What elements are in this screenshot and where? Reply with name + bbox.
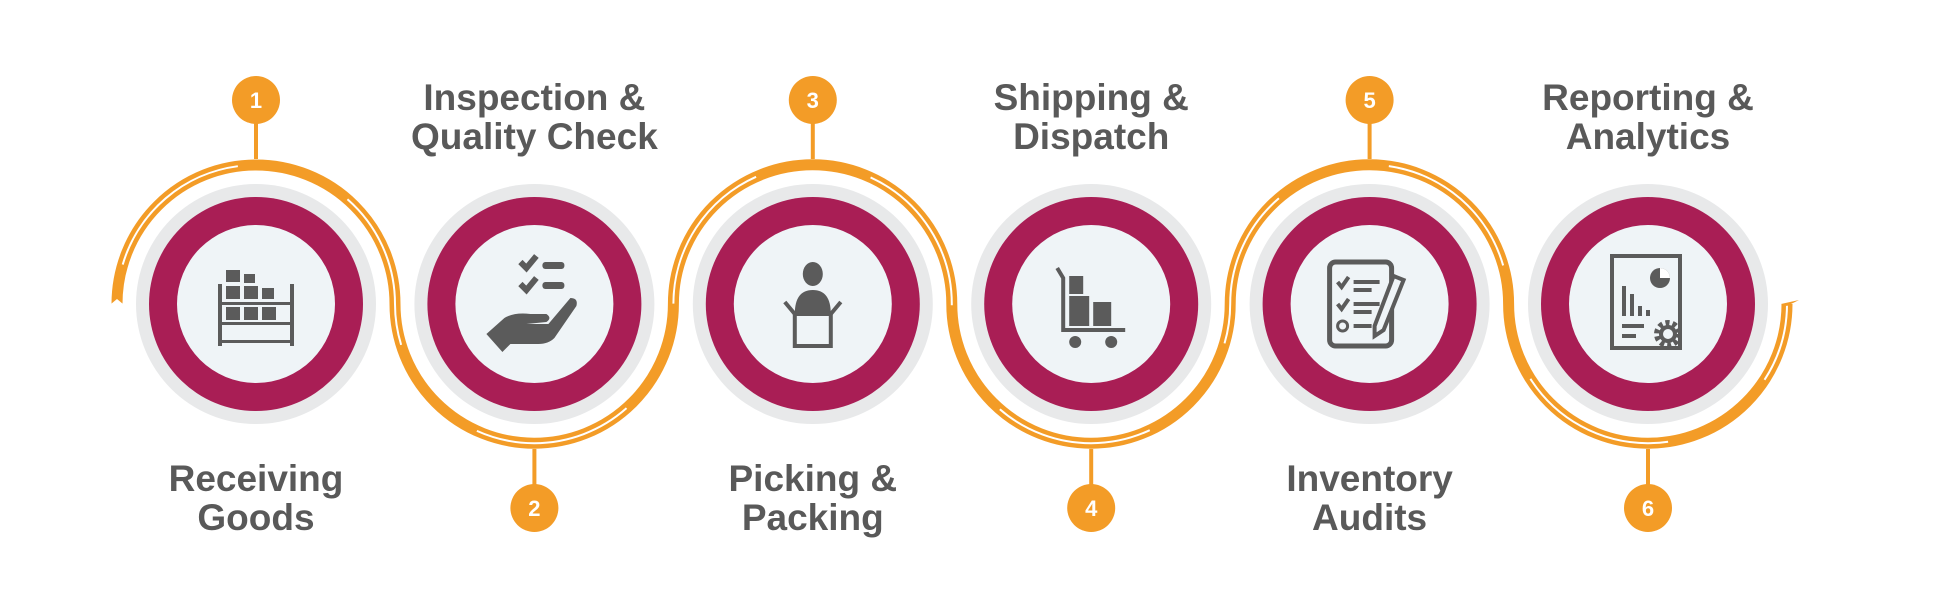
clipboard-pencil-icon xyxy=(1327,259,1407,349)
step-title-line2: Audits xyxy=(1312,497,1427,538)
step-title-line2: Quality Check xyxy=(411,116,658,157)
step-6: 6 Reporting &Analytics xyxy=(1528,77,1768,532)
person-box-icon xyxy=(783,262,843,348)
step-title-line1: Picking & xyxy=(728,458,897,499)
step-number: 5 xyxy=(1363,88,1375,113)
step-title-line2: Analytics xyxy=(1566,116,1731,157)
step-2: 2 Inspection &Quality Check xyxy=(411,77,658,532)
step-number: 4 xyxy=(1085,496,1098,521)
process-path-highlight xyxy=(116,163,1788,445)
report-gear-icon xyxy=(1610,254,1682,350)
step-title-line2: Packing xyxy=(742,497,884,538)
step-inner xyxy=(1569,225,1727,383)
step-title-line1: Receiving xyxy=(169,458,344,499)
step-number: 6 xyxy=(1642,496,1654,521)
step-title-line1: Inspection & xyxy=(423,77,645,118)
step-title-line1: Inventory xyxy=(1286,458,1453,499)
path-end-flag xyxy=(1781,300,1799,306)
hand-checklist-icon xyxy=(486,254,577,352)
step-number-badge xyxy=(1067,484,1116,532)
step-title-line2: Dispatch xyxy=(1013,116,1169,157)
path-start-notch xyxy=(111,299,123,304)
step-number-badge xyxy=(1345,76,1394,124)
step-title-line1: Reporting & xyxy=(1542,77,1754,118)
shelf-boxes-icon xyxy=(218,270,294,346)
step-number-badge xyxy=(788,76,837,124)
step-number: 2 xyxy=(528,496,540,521)
step-number: 1 xyxy=(250,88,262,113)
step-title-line2: Goods xyxy=(197,497,314,538)
step-number-badge xyxy=(510,484,559,532)
step-title-line1: Shipping & xyxy=(994,77,1189,118)
step-number: 3 xyxy=(807,88,819,113)
step-inner xyxy=(455,225,614,383)
step-number-badge xyxy=(232,76,280,124)
step-4: 4 Shipping &Dispatch xyxy=(971,77,1212,532)
step-inner xyxy=(1012,225,1171,383)
hand-truck-icon xyxy=(1055,266,1126,348)
step-number-badge xyxy=(1624,484,1672,532)
